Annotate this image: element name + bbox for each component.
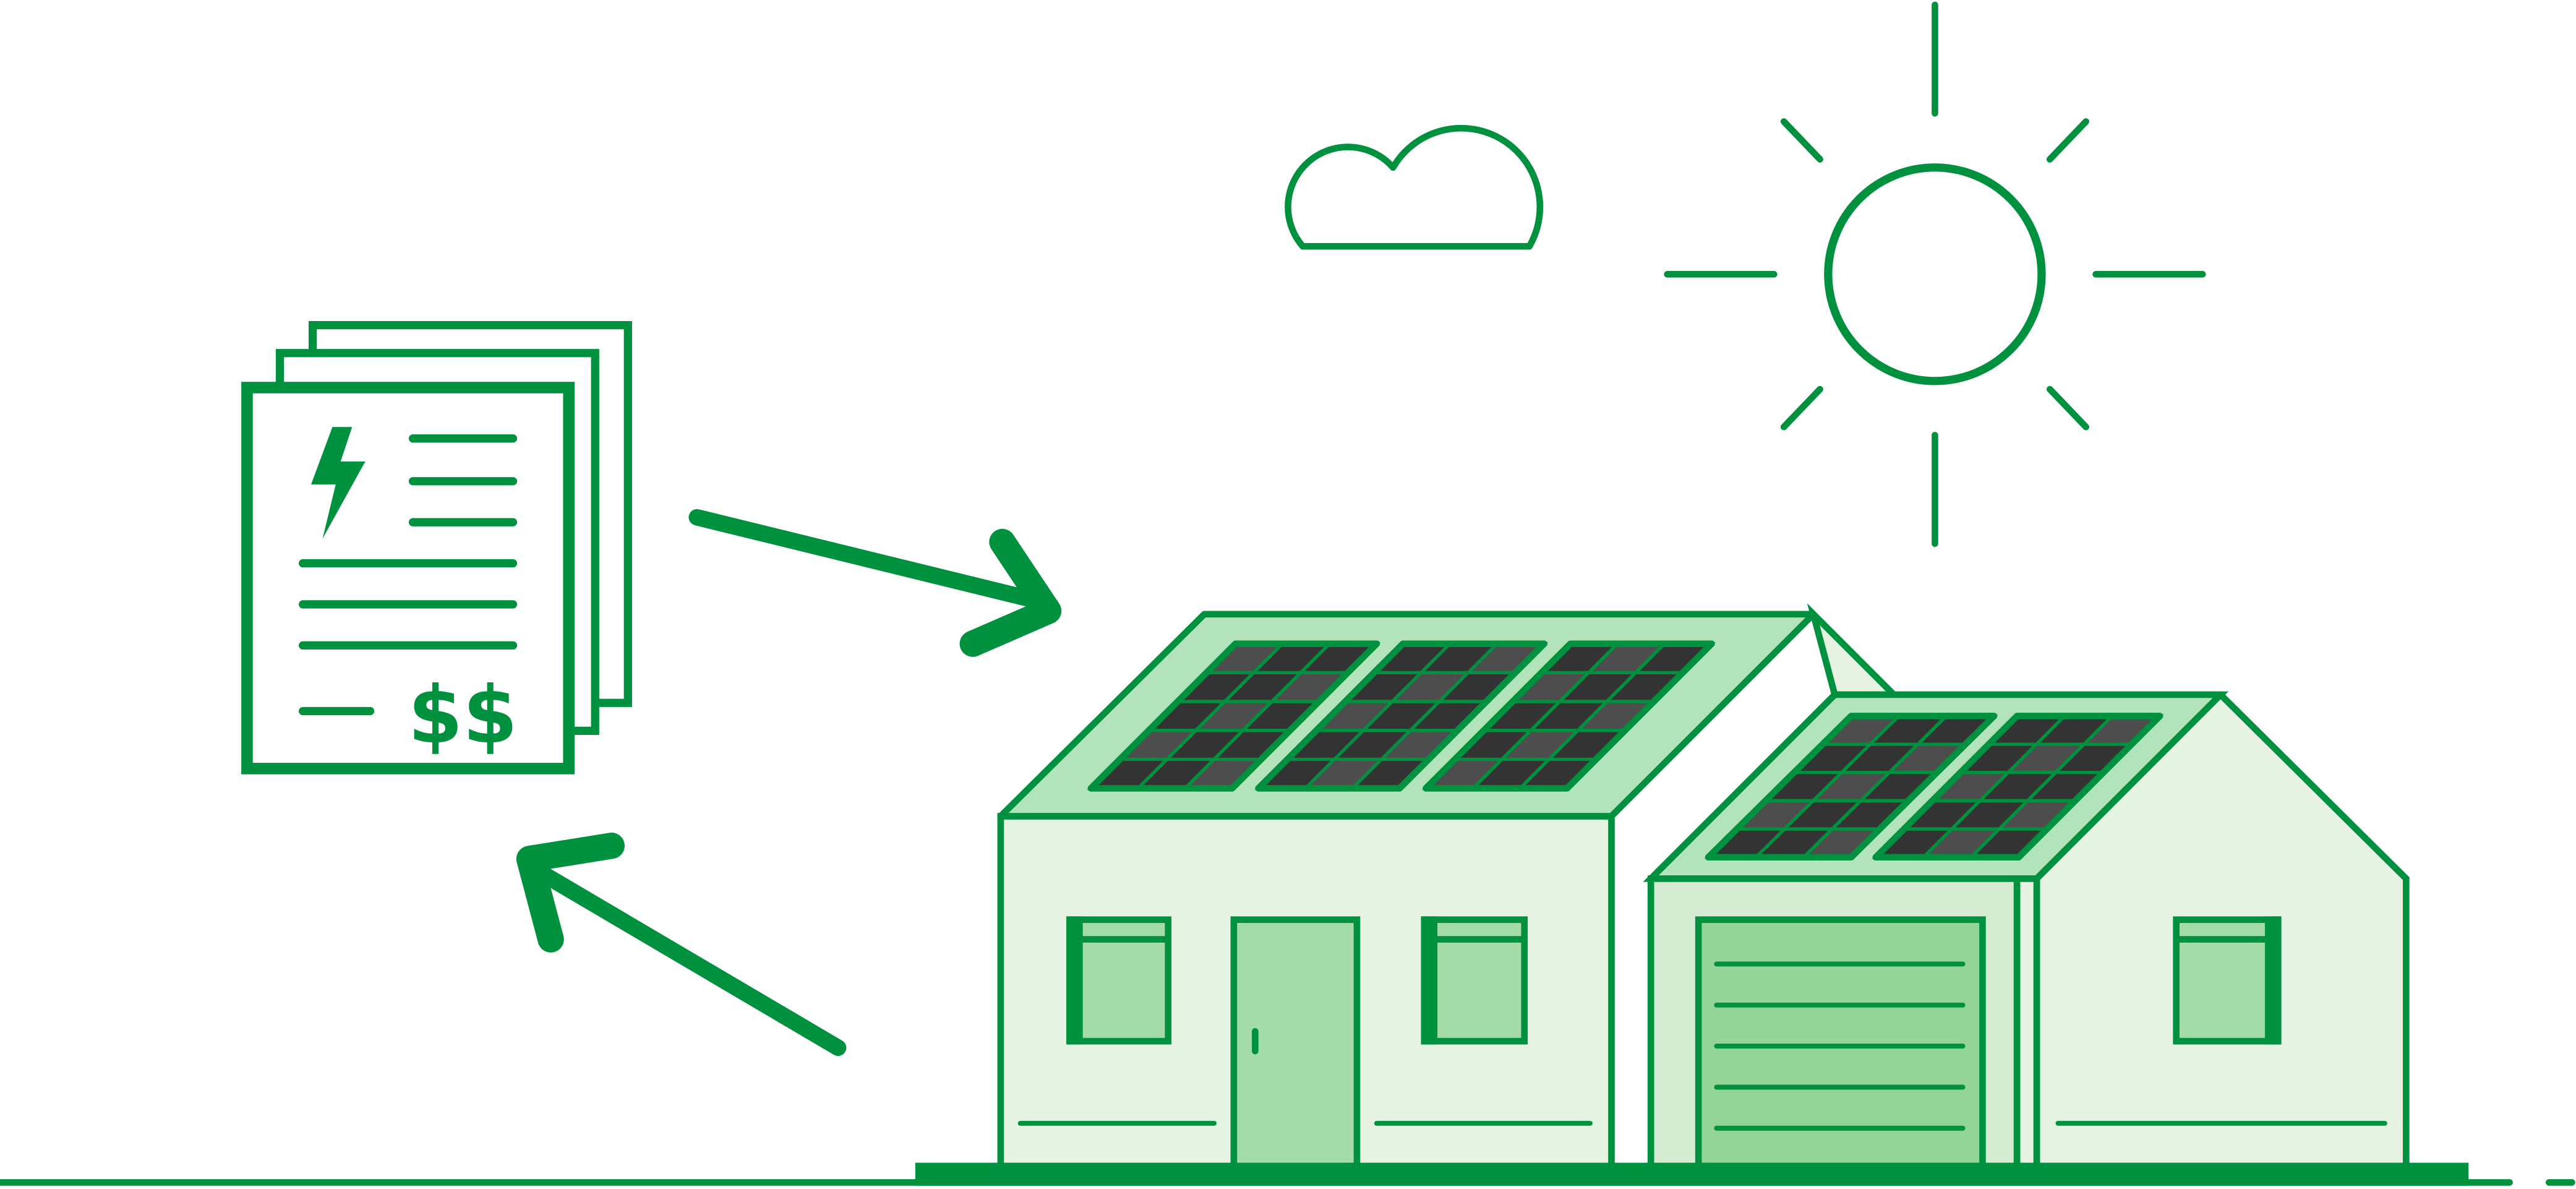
solar-panel xyxy=(1872,713,2164,861)
window xyxy=(1066,916,2282,1045)
arrow-bill-to-house-icon xyxy=(688,509,1062,657)
solar-panel-frame xyxy=(1087,640,1380,792)
solar-panel xyxy=(1704,713,1998,861)
solar-panel xyxy=(1422,640,1716,792)
solar-panel-frame xyxy=(1255,640,1547,792)
solar-panel xyxy=(1254,640,1549,792)
arrow-house-to-bill-icon xyxy=(516,832,847,1056)
solar-panel-frame xyxy=(1705,713,1998,861)
sun-icon xyxy=(1664,1,2206,547)
garage-door xyxy=(1695,916,1986,1170)
electricity-bill-icon: $$ xyxy=(241,320,632,775)
lightning-bolt-icon xyxy=(310,427,366,539)
solar-panels xyxy=(1087,640,2164,861)
bill-amount-symbols: $$ xyxy=(408,670,518,762)
solar-panel-frame xyxy=(1872,713,2163,861)
solar-panel xyxy=(1087,640,1381,792)
solar-panel-frame xyxy=(1423,640,1715,792)
cloud-icon xyxy=(1285,124,1544,250)
